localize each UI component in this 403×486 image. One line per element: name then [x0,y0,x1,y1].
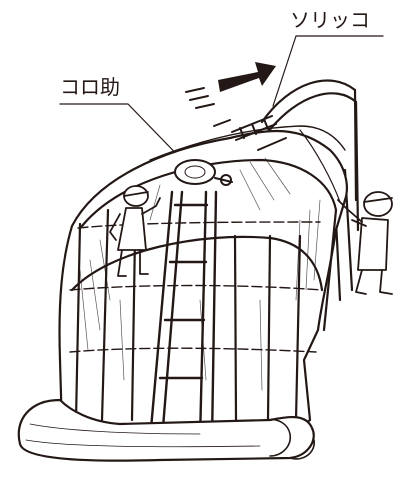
sheet-edge [149,125,346,161]
direction-arrow [185,62,276,109]
sori-sled [213,115,287,151]
koro-leader [59,103,193,171]
koro-roller [174,159,233,186]
sori-label: ソリッコ [290,8,370,32]
sori-leader [272,35,384,107]
leader-lines [59,35,384,171]
koro-label: コロ助 [60,75,120,99]
frame-bars [69,221,323,353]
rope [299,129,341,203]
right-worker [337,191,393,295]
ladder [148,190,218,442]
rolled-sheet [17,398,315,462]
left-worker [109,185,161,277]
front-arches [70,158,338,422]
